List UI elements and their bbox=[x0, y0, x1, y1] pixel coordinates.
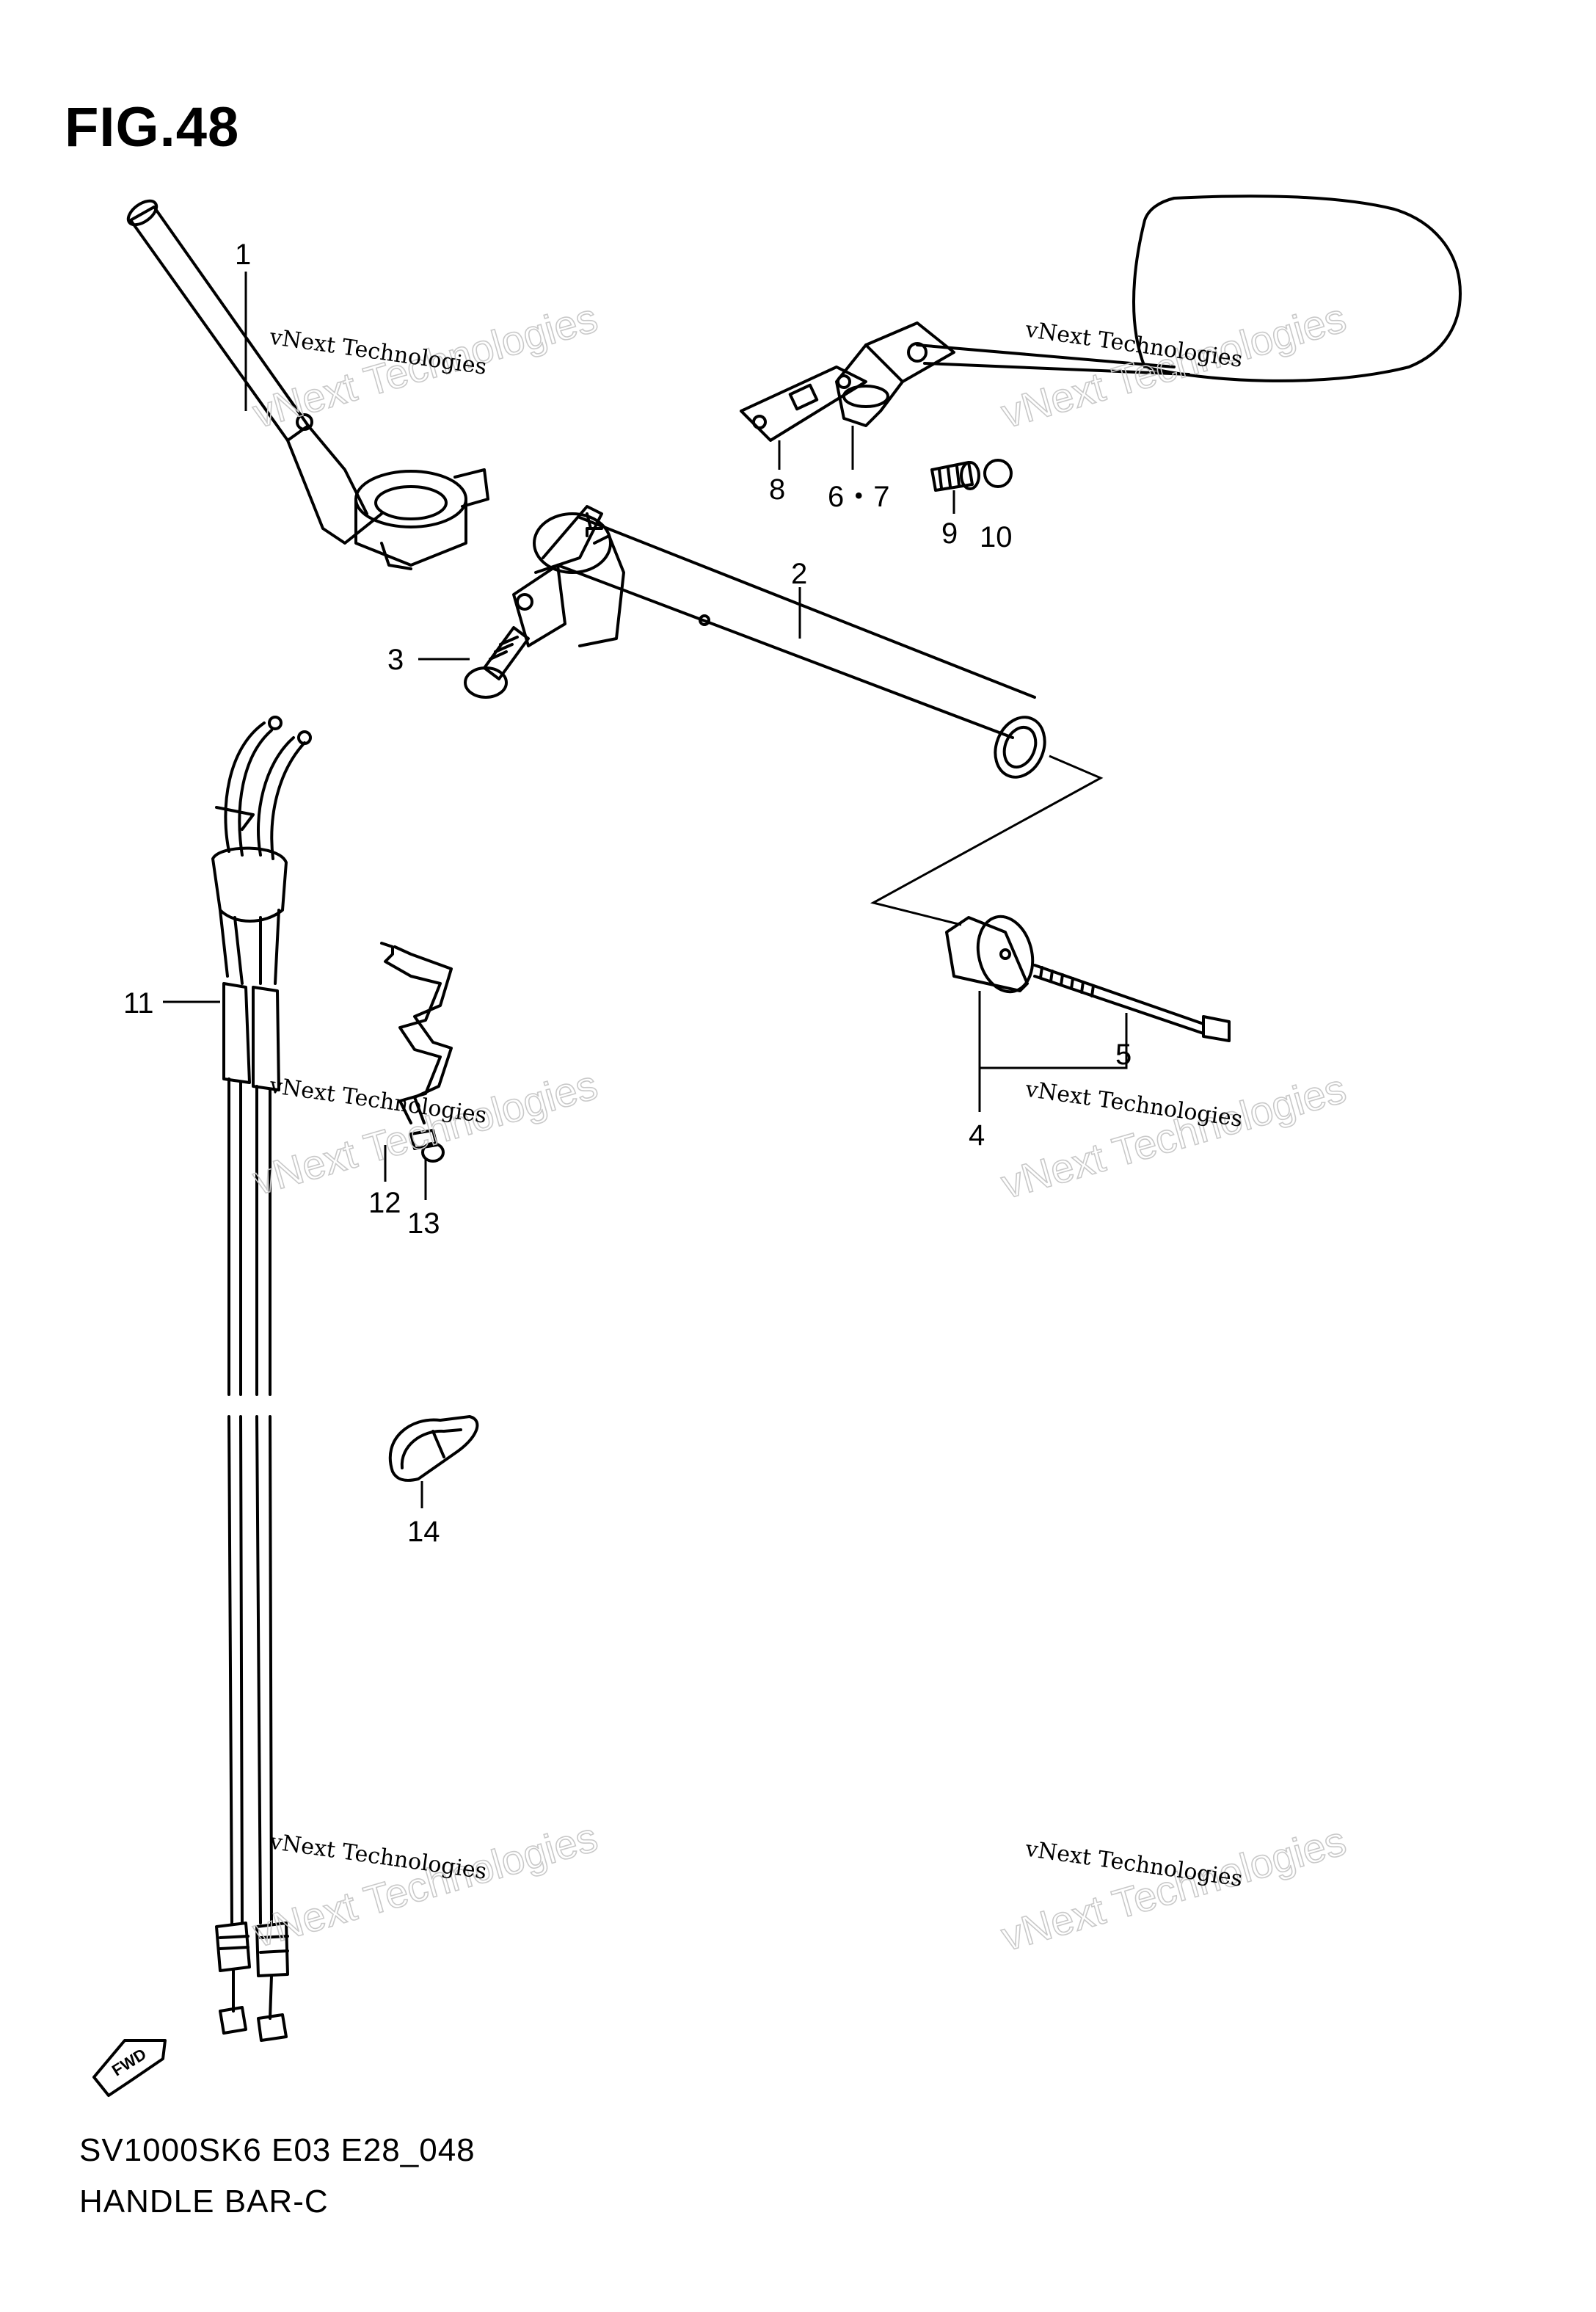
part-8-gasket-plate bbox=[740, 366, 867, 442]
watermark-6: vNext Technologies vNext Technologies bbox=[996, 1817, 1352, 1960]
callout-8: 8 bbox=[769, 473, 785, 506]
part-11-throttle-cables bbox=[211, 716, 312, 2042]
callout-13: 13 bbox=[407, 1207, 440, 1240]
callout-9: 9 bbox=[941, 517, 958, 550]
callout-12: 12 bbox=[368, 1187, 401, 1219]
callout-2: 2 bbox=[791, 558, 807, 590]
leader-line-4-5 bbox=[978, 991, 1128, 1112]
watermark-2: vNext Technologies vNext Technologies bbox=[996, 294, 1352, 437]
part-13-small-screw bbox=[409, 1129, 445, 1163]
part-4-bar-end-weight bbox=[945, 915, 1035, 994]
callout-6-7: 6・7 bbox=[828, 481, 890, 513]
part-14-clamp bbox=[388, 1415, 479, 1482]
part-3-bolt bbox=[464, 626, 530, 699]
part-1-left-handlebar bbox=[126, 199, 489, 570]
watermark-6-outline: vNext Technologies bbox=[996, 1817, 1351, 1960]
fwd-label: FWD bbox=[109, 2045, 150, 2080]
watermark-3-text: vNext Technologies bbox=[267, 1073, 488, 1129]
part-6-7-mirror bbox=[835, 195, 1462, 427]
part-2-handle-bar bbox=[512, 505, 1046, 779]
watermark-5: vNext Technologies vNext Technologies bbox=[247, 1813, 603, 1957]
callout-5: 5 bbox=[1115, 1039, 1132, 1071]
callout-3: 3 bbox=[387, 644, 404, 676]
watermark-4: vNext Technologies vNext Technologies bbox=[996, 1064, 1352, 1208]
callout-11: 11 bbox=[123, 987, 154, 1019]
part-5-long-screw bbox=[1033, 964, 1231, 1042]
part-9-small-bolt bbox=[930, 461, 980, 492]
model-code: SV1000SK6 E03 E28_048 bbox=[79, 2132, 475, 2168]
part-10-cap bbox=[983, 459, 1013, 488]
watermark-1: vNext Technologies vNext Technologies bbox=[247, 294, 603, 437]
fwd-arrow-icon bbox=[92, 2039, 167, 2097]
callout-10: 10 bbox=[980, 521, 1013, 553]
watermark-2-outline: vNext Technologies bbox=[996, 294, 1351, 437]
part-12-wire-clamp bbox=[380, 942, 453, 1124]
callout-14: 14 bbox=[407, 1516, 440, 1548]
section-name: HANDLE BAR-C bbox=[79, 2184, 329, 2220]
figure-title: FIG.48 bbox=[65, 96, 240, 159]
leader-line-bar-end bbox=[870, 755, 1104, 926]
callout-4: 4 bbox=[969, 1119, 985, 1152]
callout-1: 1 bbox=[235, 239, 251, 271]
